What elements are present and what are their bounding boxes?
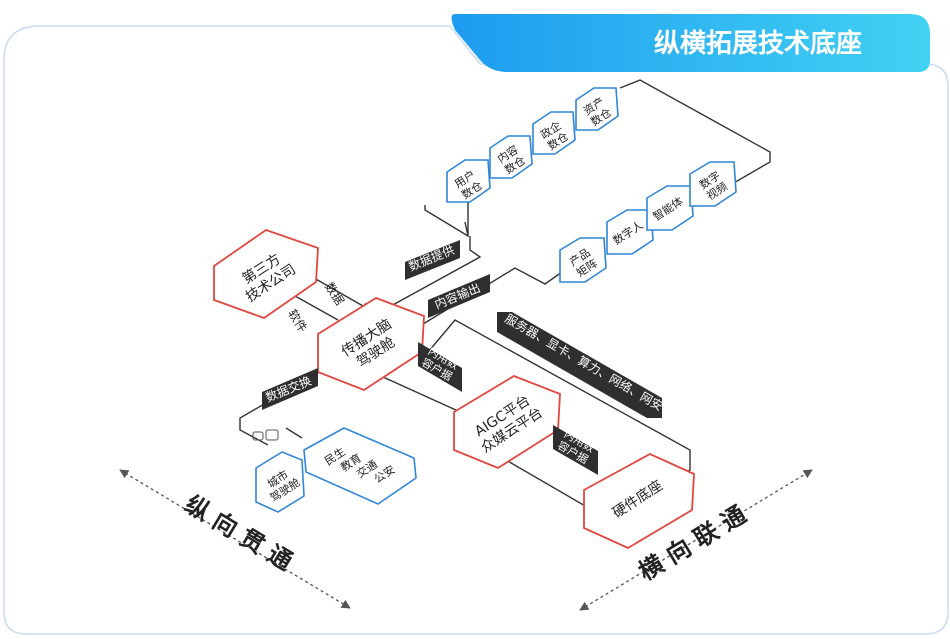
warehouse-content: 内容数仓 <box>489 135 533 179</box>
page-title: 纵横拓展技术底座 <box>654 28 862 59</box>
warehouse-asset: 资产数仓 <box>575 87 619 131</box>
third-party-company: 第三方技术公司 <box>213 229 319 320</box>
svg-text:民生 教育 交通 公安: 民生 教育 交通 公安 <box>322 427 398 503</box>
digital-video: 数字视频 <box>689 161 737 207</box>
digital-human: 数字人 <box>606 209 654 255</box>
product-matrix: 产品矩阵 <box>559 237 607 283</box>
warehouse-user: 用户数仓 <box>446 159 491 203</box>
agent: 智能体 <box>646 185 694 231</box>
link-icon <box>252 429 279 441</box>
aigc-platform: AIGC平台众媒云平台 <box>453 375 561 470</box>
card-frame <box>3 25 949 635</box>
warehouse-gov: 政企数仓 <box>532 111 576 155</box>
header-banner: 纵横拓展技术底座 <box>451 14 930 72</box>
